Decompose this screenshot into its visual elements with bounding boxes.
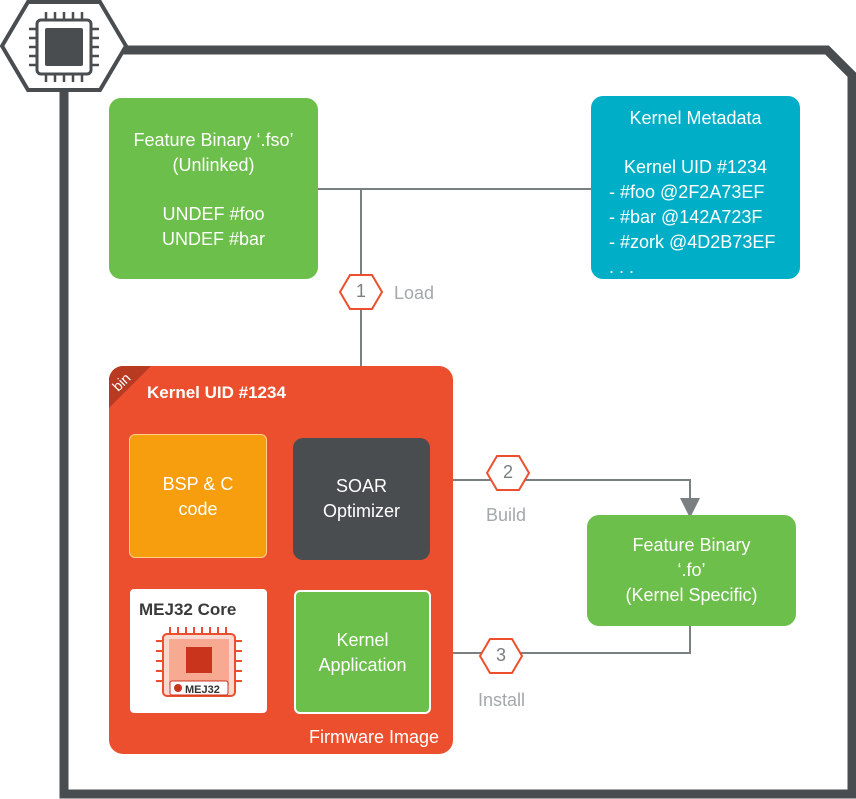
- kernel-metadata-title: Kernel Metadata: [629, 108, 762, 128]
- soar-optimizer-label: SOAR Optimizer: [322, 476, 400, 521]
- chip-icon: [0, 0, 129, 92]
- mej32-core-box: MEJ32 Core MEJ32: [130, 589, 267, 713]
- firmware-kernel-uid: Kernel UID #1234: [147, 383, 286, 402]
- step-2-badge: [485, 455, 531, 491]
- feature-binary-unlinked-box: Feature Binary ‘.fso’ (Unlinked) UNDEF #…: [109, 98, 318, 279]
- step-3-label: Install: [478, 690, 526, 710]
- firmware-image-label: Firmware Image: [308, 727, 439, 747]
- step-2-label: Build: [486, 505, 527, 525]
- step-2-number: 2: [502, 462, 513, 482]
- kernel-application-label: Kernel Application: [318, 630, 407, 675]
- kernel-application-box: Kernel Application: [294, 590, 431, 714]
- step-3-number: 3: [495, 645, 506, 665]
- step-1-label: Load: [394, 283, 435, 303]
- feature-binary-specific-box: Feature Binary ‘.fo’ (Kernel Specific): [587, 515, 796, 626]
- kernel-metadata-box: Kernel Metadata Kernel UID #1234 - #foo …: [591, 96, 800, 279]
- feature-binary-unlinked-title: Feature Binary ‘.fso’ (Unlinked): [133, 130, 294, 175]
- feature-binary-unlinked-symbols: UNDEF #foo UNDEF #bar: [161, 204, 266, 249]
- bsp-code-box: BSP & C code: [129, 434, 267, 558]
- install-connector: [430, 626, 691, 663]
- feature-binary-specific-title: Feature Binary ‘.fo’ (Kernel Specific): [625, 535, 758, 605]
- mej32-core-title: MEJ32 Core: [139, 600, 237, 619]
- build-connector: [430, 479, 700, 518]
- kernel-metadata-entries: - #foo @2F2A73EF - #bar @142A723F - #zor…: [609, 182, 776, 277]
- outer-frame: [59, 45, 856, 799]
- bin-corner-tag: [109, 366, 151, 408]
- kernel-metadata-uid: Kernel UID #1234: [623, 157, 768, 177]
- bsp-code-label: BSP & C code: [162, 474, 234, 519]
- mej32-chip-text: MEJ32: [185, 684, 220, 696]
- step-3-badge: [478, 638, 524, 674]
- mej32-chip-icon: MEJ32: [156, 627, 242, 697]
- step-1-number: 1: [355, 281, 366, 301]
- step-1-badge: [338, 274, 384, 310]
- soar-optimizer-box: SOAR Optimizer: [293, 438, 430, 560]
